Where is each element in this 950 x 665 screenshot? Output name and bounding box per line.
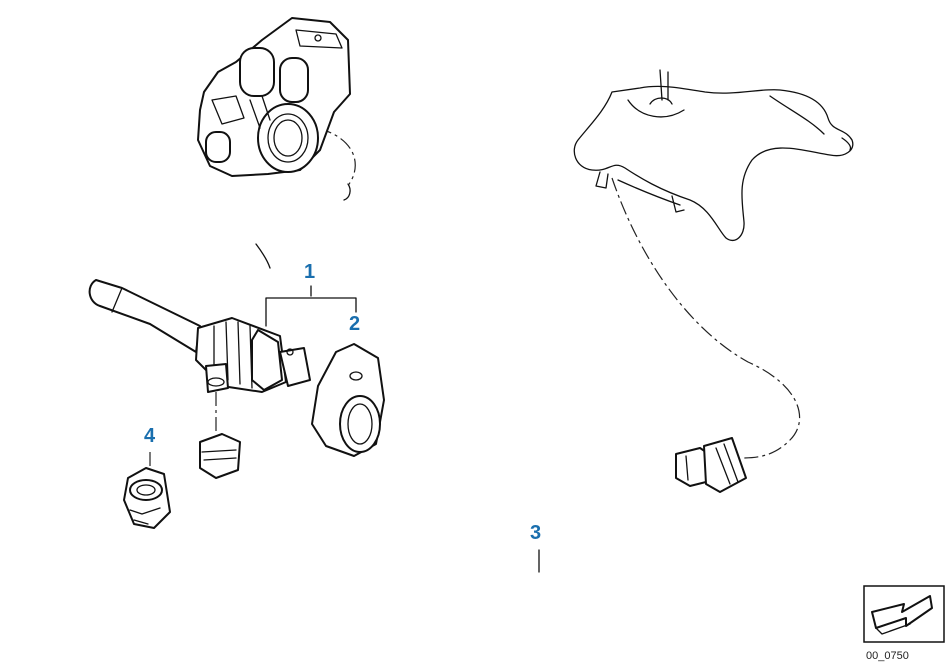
callout-label-4: 4 <box>144 425 156 447</box>
throttle-body <box>197 17 351 177</box>
corner-reference-code: 00_0750 <box>866 650 909 662</box>
corner-arrow-box <box>863 585 945 643</box>
callout-label-1: 1 <box>304 261 316 283</box>
vent-hose-upper <box>119 177 351 309</box>
dashdot-line-throttle-to-hose <box>317 127 356 189</box>
callout-bracket-1 <box>265 285 357 327</box>
hose-connector-left <box>199 433 241 479</box>
intake-manifold-outline <box>573 69 854 242</box>
callout-label-2: 2 <box>349 313 361 335</box>
callout-label-3: 3 <box>530 522 542 544</box>
protective-cap <box>311 343 385 457</box>
vent-valve <box>88 279 311 393</box>
clip-grommet <box>123 467 171 529</box>
vent-hose-lower <box>206 461 704 608</box>
dashdot-line-manifold-to-hose <box>611 177 801 459</box>
hose-connector-right <box>675 437 747 493</box>
corner-arrow-icon <box>871 595 933 629</box>
